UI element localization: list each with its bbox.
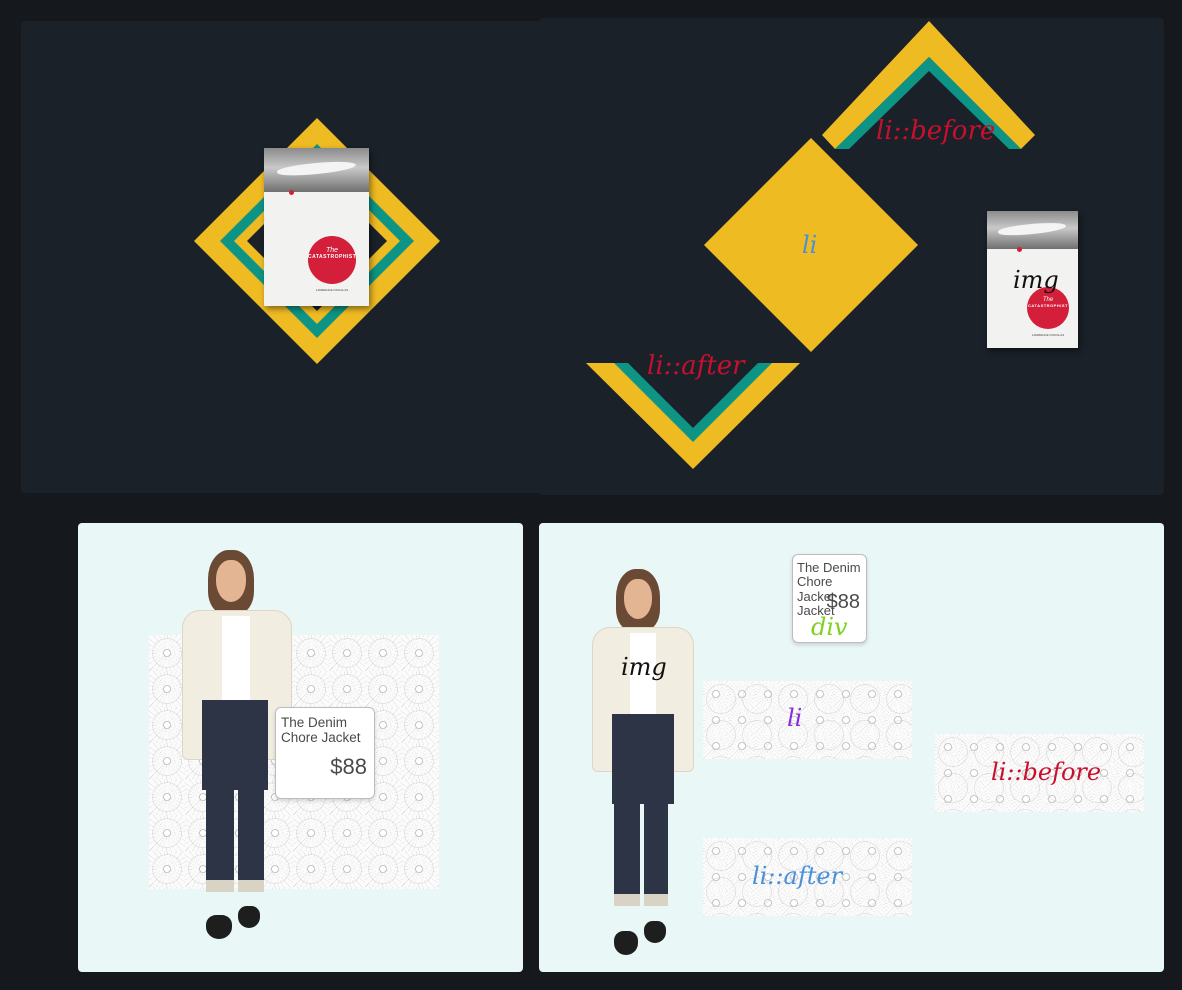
panel-combined-product: The Denim Chore Jacket $88 <box>78 523 523 972</box>
panel-exploded-product: img The Denim Chore Jacket Jacket $88 di… <box>539 523 1164 972</box>
tag-name-line1: The Denim <box>281 715 348 730</box>
model-shirt <box>222 616 250 706</box>
book-cover-combined: The CATASTROPHIST LAWRENCE DOUGLAS <box>264 148 369 306</box>
label-li-before: li::before <box>876 116 996 146</box>
exploded-diamond-shapes <box>586 21 1035 469</box>
flower-pattern-li <box>703 681 912 759</box>
model-cuff-right-2 <box>644 894 668 906</box>
book-title-2: CATASTROPHIST <box>1028 303 1068 308</box>
model-photo-combined <box>180 550 295 950</box>
model-cuff-left-2 <box>614 894 640 906</box>
model-shoe-left <box>206 915 232 939</box>
book-cover-photo-2 <box>987 211 1078 250</box>
model-leg-left-2 <box>614 794 640 904</box>
price-tag-exploded: The Denim Chore Jacket Jacket $88 <box>792 554 867 643</box>
book-badge-2: The CATASTROPHIST <box>1027 287 1069 329</box>
tag-price: $88 <box>330 754 367 779</box>
model-jeans <box>202 700 268 790</box>
model-cuff-left <box>206 880 234 892</box>
li-before-chevron-yellow <box>822 21 1035 149</box>
label-li-after-bottom: li::after <box>752 862 843 890</box>
label-img-bottom: img <box>621 653 667 681</box>
label-li-after: li::after <box>647 351 745 381</box>
li-diamond <box>704 138 918 352</box>
model-shoe-right-2 <box>644 921 666 943</box>
label-li: li <box>802 231 818 259</box>
model-leg-left <box>206 780 234 890</box>
model-shoe-right <box>238 906 260 928</box>
flower-pattern-li-before <box>935 734 1144 812</box>
book-dot-2 <box>1017 247 1022 252</box>
label-li-before-bottom: li::before <box>991 758 1102 786</box>
tag-name-2-line2: Chore Jacket <box>797 574 835 604</box>
model-leg-right-2 <box>644 794 668 904</box>
model-leg-right <box>238 780 264 890</box>
li-before-chevron-teal <box>835 57 1021 149</box>
price-tag-combined: The Denim Chore Jacket $88 <box>275 707 375 799</box>
panel-combined-diamond: The CATASTROPHIST LAWRENCE DOUGLAS <box>21 21 543 493</box>
tag-name: The Denim Chore Jacket <box>281 715 361 746</box>
book-title-small: The <box>325 247 339 254</box>
tag-name-2: The Denim Chore Jacket Jacket <box>797 560 866 618</box>
label-li-bottom: li <box>787 704 803 732</box>
label-div: div <box>811 613 848 641</box>
model-face <box>216 560 246 602</box>
model-shoe-left-2 <box>614 931 638 955</box>
tag-name-2-line3: Jacket <box>797 602 835 618</box>
book-badge: The CATASTROPHIST <box>308 236 356 284</box>
model-photo-exploded <box>592 569 697 961</box>
tag-price-2: $88 <box>826 591 860 613</box>
model-jeans-2 <box>612 714 674 804</box>
flower-pattern-li-after <box>703 838 912 916</box>
book-title: CATASTROPHIST <box>308 254 357 260</box>
panel-exploded-diamond: li::before li li::after The CATASTROPHIS… <box>539 18 1164 495</box>
label-img-top: img <box>1013 266 1059 294</box>
tag-name-line2: Chore Jacket <box>281 729 361 745</box>
model-shirt-2 <box>630 633 656 719</box>
book-author: LAWRENCE DOUGLAS <box>315 288 349 292</box>
tag-name-2-line1: The Denim <box>797 560 861 575</box>
li-after-chevron-dark <box>628 363 758 428</box>
book-author-2: LAWRENCE DOUGLAS <box>1031 333 1065 337</box>
book-cover-photo <box>264 148 369 193</box>
book-dot <box>289 190 294 195</box>
book-cover-img: The CATASTROPHIST LAWRENCE DOUGLAS <box>987 211 1078 348</box>
book-title-small-2: The <box>1042 297 1054 303</box>
model-cuff-right <box>238 880 264 892</box>
model-face-2 <box>624 579 652 619</box>
